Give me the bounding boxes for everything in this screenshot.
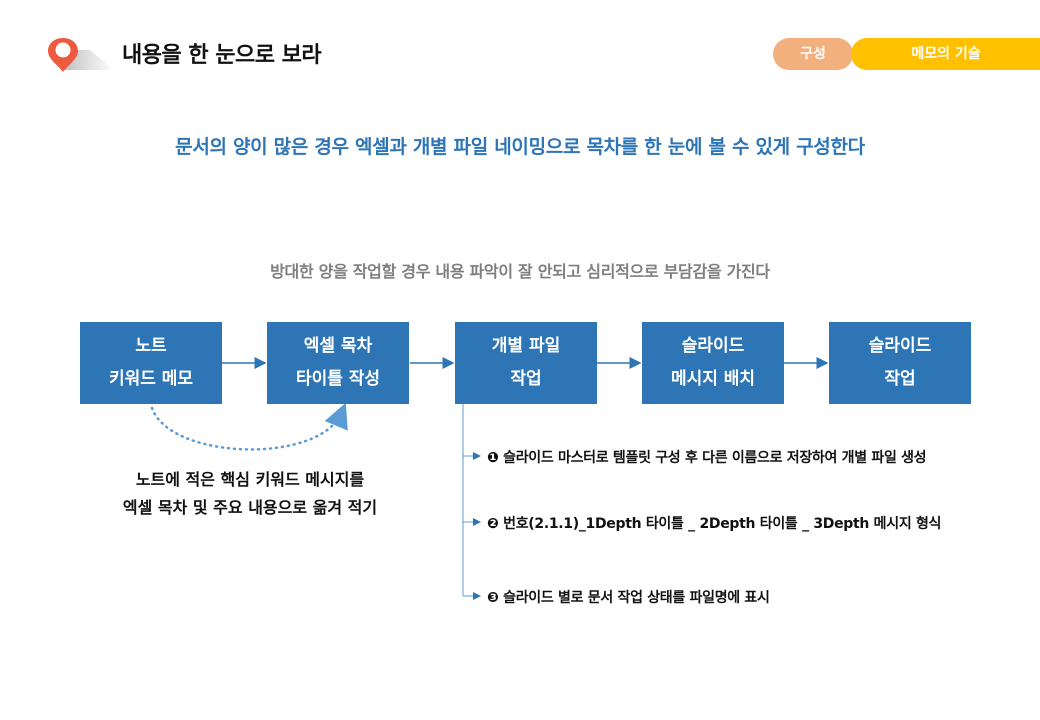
page-title: 내용을 한 눈으로 보라 [122, 43, 322, 68]
flow-box-label: 개별 파일 [491, 336, 561, 356]
subtitle: 문서의 양이 많은 경우 엑셀과 개별 파일 네이밍으로 목차를 한 눈에 볼 … [175, 136, 865, 158]
flow-box-label: 슬라이드 [868, 336, 932, 356]
note-line: 엑셀 목차 및 주요 내용으로 옮겨 적기 [122, 498, 378, 517]
note-text: 노트에 적은 핵심 키워드 메시지를 엑셀 목차 및 주요 내용으로 옮겨 적기 [80, 466, 420, 522]
flow-box-label: 슬라이드 [681, 336, 745, 356]
flow-box-label: 메시지 배치 [670, 369, 756, 389]
dotted-curve-arrow [150, 402, 348, 451]
flow-box-file: 개별 파일 작업 [455, 322, 597, 404]
flow-box-excel: 엑셀 목차 타이틀 작성 [267, 322, 409, 404]
flow-box-label: 노트 [135, 336, 167, 356]
tab-memo-technique[interactable]: 메모의 기술 [851, 38, 1040, 70]
note-line: 노트에 적은 핵심 키워드 메시지를 [135, 470, 365, 489]
map-pin-icon [48, 36, 118, 78]
flow-box-message: 슬라이드 메시지 배치 [642, 322, 784, 404]
step-item: ❶ 슬라이드 마스터로 템플릿 구성 후 다른 이름으로 저장하여 개별 파일 … [487, 450, 927, 466]
flow-box-label: 키워드 메모 [108, 369, 194, 389]
caption: 방대한 양을 작업할 경우 내용 파악이 잘 안되고 심리적으로 부담감을 가진… [270, 262, 770, 281]
step-item: ❷ 번호(2.1.1)_1Depth 타이틀 _ 2Depth 타이틀 _ 3D… [487, 516, 942, 532]
flow-box-label: 엑셀 목차 [303, 336, 373, 356]
flow-box-label: 타이틀 작성 [295, 369, 381, 389]
flow-box-label: 작업 [884, 369, 916, 389]
tab-composition[interactable]: 구성 [773, 38, 853, 70]
step-item: ❸ 슬라이드 별로 문서 작업 상태를 파일명에 표시 [487, 590, 770, 606]
flow-box-label: 작업 [510, 369, 542, 389]
step-branches [462, 404, 481, 600]
flow-box-slide: 슬라이드 작업 [829, 322, 971, 404]
flow-box-note: 노트 키워드 메모 [80, 322, 222, 404]
